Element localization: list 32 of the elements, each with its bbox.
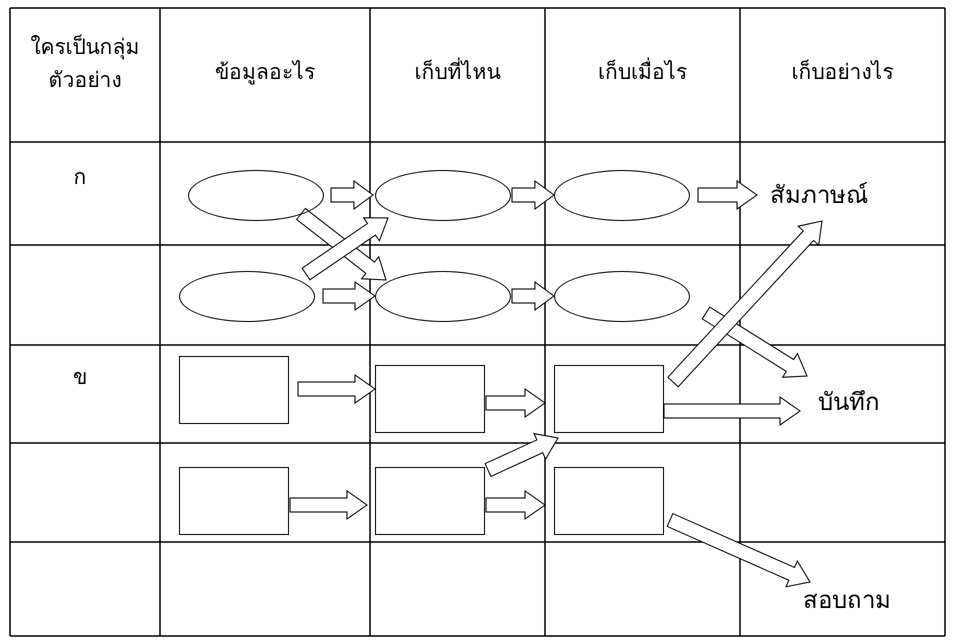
rectangle-shape bbox=[375, 365, 485, 433]
column-header: เก็บเมื่อไร bbox=[550, 55, 735, 88]
method-text: สัมภาษณ์ bbox=[770, 175, 868, 214]
column-header: เก็บที่ไหน bbox=[375, 55, 540, 88]
block-arrow bbox=[667, 220, 823, 388]
block-arrow bbox=[298, 374, 376, 404]
ellipse-shape bbox=[554, 170, 690, 221]
block-arrow bbox=[484, 432, 559, 478]
rectangle-shape bbox=[554, 365, 664, 433]
row-label: ก bbox=[72, 164, 88, 191]
block-arrow bbox=[698, 180, 758, 210]
block-arrow bbox=[290, 490, 368, 520]
block-arrow bbox=[664, 396, 801, 426]
block-arrow bbox=[486, 490, 546, 520]
block-arrow bbox=[486, 388, 546, 418]
column-header: ใครเป็นกลุ่มตัวอย่าง bbox=[30, 34, 140, 94]
column-header: เก็บอย่างไร bbox=[790, 58, 894, 86]
block-arrow bbox=[322, 281, 376, 311]
ellipse-shape bbox=[554, 271, 690, 322]
method-text: บันทึก bbox=[818, 382, 880, 421]
row-label: ข bbox=[72, 364, 88, 391]
rectangle-shape bbox=[179, 356, 289, 424]
block-arrow bbox=[512, 180, 555, 210]
block-arrow bbox=[666, 512, 811, 588]
block-arrow bbox=[330, 180, 374, 210]
method-text: สอบถาม bbox=[803, 580, 891, 619]
rectangle-shape bbox=[375, 467, 485, 535]
rectangle-shape bbox=[554, 467, 664, 535]
column-header: ข้อมูลอะไร bbox=[214, 59, 316, 86]
rectangle-shape bbox=[179, 467, 289, 535]
block-arrow bbox=[301, 217, 389, 280]
block-arrow bbox=[512, 281, 555, 311]
